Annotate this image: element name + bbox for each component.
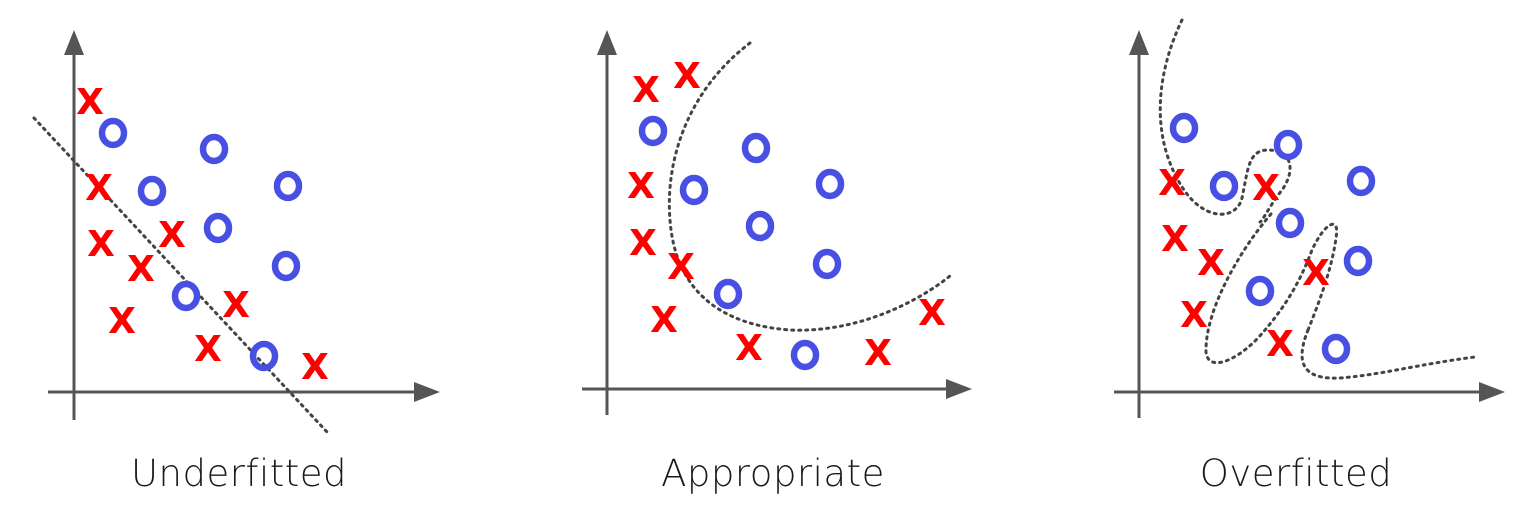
x-axis-arrowhead <box>1479 382 1505 402</box>
o-mark <box>638 115 668 147</box>
o-mark <box>679 174 709 206</box>
x-mark: X <box>650 300 678 341</box>
o-mark <box>812 248 842 280</box>
o-mark <box>98 117 128 149</box>
x-mark: X <box>632 70 660 111</box>
x-mark: X <box>673 56 701 97</box>
x-mark: X <box>1180 295 1208 336</box>
x-mark: X <box>1158 163 1186 204</box>
underfit-linear-boundary <box>32 116 329 434</box>
caption-underfitted: Underfitted <box>130 452 348 495</box>
x-mark: X <box>1252 168 1280 209</box>
o-mark <box>741 132 771 164</box>
o-mark <box>171 280 201 312</box>
x-mark: X <box>667 247 695 288</box>
x-axis-arrowhead <box>946 379 972 399</box>
o-mark <box>199 133 229 165</box>
x-mark: X <box>76 82 104 123</box>
o-mark <box>249 340 279 372</box>
x-mark: X <box>194 329 222 370</box>
x-mark: X <box>108 301 136 342</box>
x-mark: X <box>629 223 657 264</box>
x-mark: X <box>85 168 113 209</box>
panel-overfitted-axes <box>1114 30 1505 418</box>
o-mark <box>1346 165 1376 197</box>
x-mark: X <box>627 166 655 207</box>
overfit-boundary-loop <box>1204 212 1339 365</box>
x-mark: X <box>864 333 892 374</box>
appropriate-curved-boundary <box>667 41 952 332</box>
x-mark: X <box>735 328 763 369</box>
panel-appropriate-axes <box>582 30 972 415</box>
o-mark <box>203 212 233 244</box>
x-mark: X <box>1266 324 1294 365</box>
o-mark <box>790 339 820 371</box>
o-mark <box>745 210 775 242</box>
o-mark <box>1321 333 1351 365</box>
o-mark <box>271 250 301 282</box>
x-mark: X <box>918 293 946 334</box>
y-axis-arrowhead <box>64 30 84 55</box>
x-mark: X <box>127 249 155 290</box>
o-mark <box>1273 129 1303 161</box>
o-mark <box>137 175 167 207</box>
x-mark: X <box>222 285 250 326</box>
o-mark <box>1275 207 1305 239</box>
o-mark <box>815 168 845 200</box>
overfit-wiggly-boundary <box>1158 18 1477 380</box>
y-axis-arrowhead <box>1129 30 1149 55</box>
o-mark <box>1169 112 1199 144</box>
y-axis-arrowhead <box>597 30 617 55</box>
o-mark <box>1209 170 1239 202</box>
x-mark: X <box>301 347 329 388</box>
x-mark: X <box>1302 253 1330 294</box>
caption-appropriate: Appropriate <box>661 452 885 495</box>
overfit-boundary-tail <box>1300 328 1477 380</box>
x-mark: X <box>1161 219 1189 260</box>
caption-overfitted: Overfitted <box>1199 452 1393 495</box>
o-mark <box>273 170 303 202</box>
x-axis-arrowhead <box>414 382 440 402</box>
o-mark <box>713 278 743 310</box>
x-mark: X <box>1197 243 1225 284</box>
x-mark: X <box>87 224 115 265</box>
x-mark: X <box>158 215 186 256</box>
o-mark <box>1245 275 1275 307</box>
panel-underfitted-axes <box>48 30 440 420</box>
o-mark <box>1343 245 1373 277</box>
